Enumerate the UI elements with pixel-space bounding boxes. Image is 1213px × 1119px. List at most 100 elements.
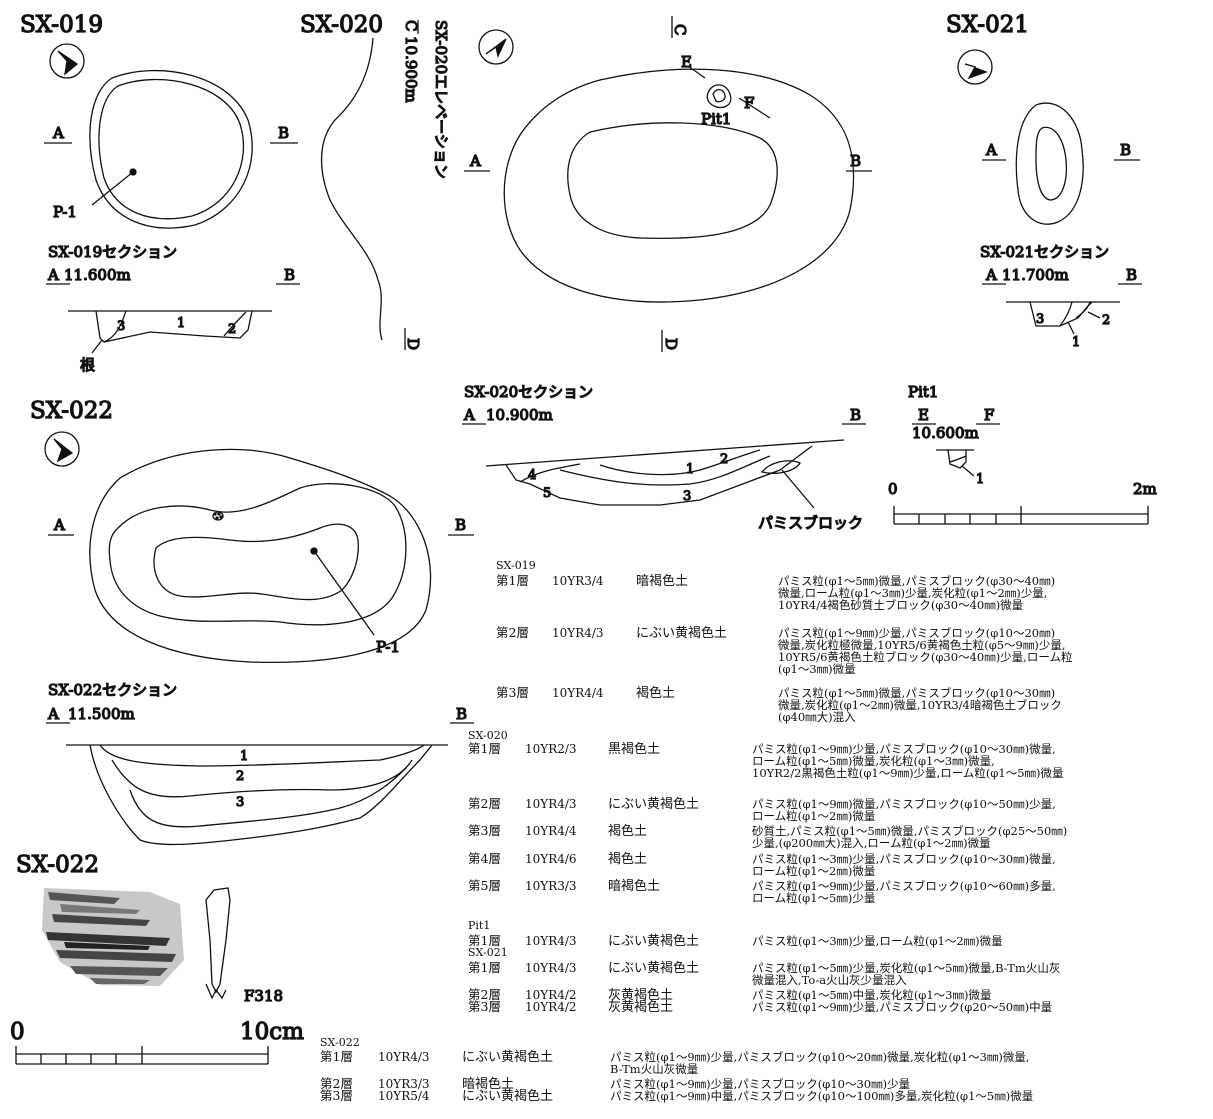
sx020-C-elev: C	[402, 20, 420, 31]
sx020-pumice-label: パミスブロック	[758, 514, 863, 532]
legend-layer-number: 第1層	[468, 741, 501, 756]
sx019-section-title: SX-019セクション	[48, 243, 177, 261]
legend-description-line: パミス粒(φ1～9㎜)少量,パミスブロック(φ10～20㎜)微量,炭化粒(φ1～…	[610, 1050, 1030, 1064]
pit1-title: Pit1	[908, 383, 938, 401]
sx020-B-section: B	[850, 406, 861, 424]
legend-munsell-code: 10YR4/2	[525, 1000, 577, 1014]
legend-soil-name: 褐色土	[608, 851, 647, 867]
legend-layer-number: 第1層	[468, 933, 501, 948]
sx022-P1-label: P-1	[376, 638, 400, 656]
sx020-level: 10.900m	[486, 406, 553, 424]
legend-layer-number: 第2層	[320, 1076, 353, 1091]
legend-munsell-code: 10YR4/3	[552, 626, 604, 640]
sx019-plan: SX-019 A B P-1 SX-019セクション A 11.600m B	[19, 11, 300, 375]
legend-soil-name: 褐色土	[636, 685, 675, 701]
sx021-level: 11.700m	[1002, 266, 1069, 284]
sx019-root-label: 根	[80, 356, 95, 374]
legend-description-line: 微量,炭化粒極微量,10YR5/6黄褐色土粒(φ5～9㎜)少量,	[778, 638, 1066, 652]
sx020-section: SX-020セクション A 10.900m B 4 5 1 2 3 パミスブロッ…	[462, 382, 866, 533]
sx019-layer-2: 2	[228, 322, 236, 337]
sx020-pit-label: Pit1	[701, 110, 731, 128]
sx021-B-section: B	[1126, 266, 1137, 284]
legend-soil-name: にぶい黄褐色土	[636, 625, 727, 641]
map-scale-bar: 0 2m	[887, 479, 1157, 525]
sx022-layer-3: 3	[236, 795, 244, 810]
legend-description-line: ローム粒(φ1～2㎜)微量	[752, 864, 875, 878]
sx020-D-elev: D	[404, 338, 422, 350]
artifact-scale-0: 0	[10, 1019, 25, 1045]
sx019-A-label: A	[52, 124, 64, 142]
artifact-label: F318	[244, 987, 283, 1005]
legend-description-line: ローム粒(φ1～5㎜)少量	[752, 891, 875, 905]
artifact-f318: SX-022 F318	[15, 851, 283, 1005]
sx020-elev-level: 10.900m	[402, 36, 420, 103]
legend-munsell-code: 10YR4/3	[525, 934, 577, 948]
legend-munsell-code: 10YR4/4	[525, 824, 577, 838]
north-arrow-icon	[478, 29, 514, 65]
sx019-layer-3: 3	[117, 319, 125, 334]
sx020-plan: C E F Pit1 A B D	[464, 16, 872, 352]
artifact-scale-10cm: 10cm	[240, 1019, 304, 1045]
legend-description-line: 10YR5/6黄褐色土粒ブロック(φ30～40㎜)少量,ローム粒	[778, 650, 1073, 664]
legend-description-line: 10YR4/4褐色砂質土ブロック(φ30～40㎜)微量	[778, 598, 1023, 612]
sx022-B-section: B	[456, 705, 467, 723]
sx020-layer-4: 4	[528, 468, 536, 483]
legend-description-line: パミス粒(φ1～3㎜)少量,パミスブロック(φ10～30㎜)微量,	[752, 852, 1056, 866]
sx019-B-label: B	[278, 124, 289, 142]
north-arrow-icon	[957, 49, 993, 85]
sx019-B-section: B	[284, 266, 295, 284]
legend-description-line: 微量混入,To-a火山灰少量混入	[752, 973, 907, 987]
sx022-level: 11.500m	[68, 705, 135, 723]
sx022-B-label: B	[455, 516, 466, 534]
legend-description-line: パミス粒(φ1～9㎜)微量,パミスブロック(φ10～50㎜)少量,	[752, 797, 1056, 811]
sx022-layer-2: 2	[236, 769, 244, 784]
legend-munsell-code: 10YR2/3	[525, 742, 577, 756]
legend-description-line: パミス粒(φ1～9㎜)中量,パミスブロック(φ10～100㎜)多量,炭化粒(φ1…	[610, 1089, 1033, 1103]
legend-soil-name: 暗褐色土	[462, 1076, 514, 1092]
sx020-D-plan: D	[662, 338, 680, 350]
legend-soil-name: にぶい黄褐色土	[608, 960, 699, 976]
sx020-B-label: B	[850, 152, 861, 170]
legend-soil-name: 褐色土	[608, 823, 647, 839]
legend-description-line: パミス粒(φ1～9㎜)少量,パミスブロック(φ10～30㎜)微量,	[752, 742, 1056, 756]
north-arrow-icon	[49, 43, 85, 79]
sx021-B-label: B	[1120, 141, 1131, 159]
sx020-elevation: SX-020 SX-020エレベーション C 10.900m D	[299, 11, 450, 350]
pit1-layer-1: 1	[976, 472, 984, 487]
north-arrow-icon	[44, 431, 80, 467]
legend-description-line: パミス粒(φ1～9㎜)少量,パミスブロック(φ10～20㎜)	[778, 626, 1055, 640]
legend-munsell-code: 10YR4/3	[525, 961, 577, 975]
sx021-A-label: A	[985, 141, 997, 159]
legend-description-line: パミス粒(φ1～5㎜)中量,炭化粒(φ1～3㎜)微量	[752, 988, 991, 1002]
legend-group-title: SX-020	[468, 729, 508, 742]
legend-description-line: B-Tm火山灰微量	[610, 1062, 698, 1076]
artifact-title: SX-022	[16, 852, 99, 878]
legend-munsell-code: 10YR3/3	[525, 879, 577, 893]
legend-description-line: 少量,(φ200㎜大)混入,ローム粒(φ1～2㎜)微量	[752, 836, 991, 850]
legend-layer-number: 第4層	[468, 851, 501, 866]
legend-soil-name: にぶい黄褐色土	[608, 796, 699, 812]
legend-description-line: パミス粒(φ1～9㎜)少量,パミスブロック(φ10～60㎜)多量,	[752, 879, 1056, 893]
legend-munsell-code: 10YR3/3	[378, 1077, 430, 1091]
sx021-title: SX-021	[946, 12, 1029, 38]
sx021-layer-3: 3	[1036, 312, 1044, 327]
legend-description-line: ローム粒(φ1～5㎜)微量,炭化粒(φ1～3㎜)微量,	[752, 754, 995, 768]
legend-layer-number: 第2層	[468, 987, 501, 1002]
legend-soil-name: 暗褐色土	[608, 878, 660, 894]
sx022-title: SX-022	[30, 398, 113, 424]
legend-munsell-code: 10YR4/3	[378, 1050, 430, 1064]
legend-layer-number: 第1層	[468, 960, 501, 975]
legend-description-line: パミス粒(φ1～5㎜)微量,パミスブロック(φ30～40㎜)	[778, 574, 1055, 588]
legend-description-line: 微量,炭化粒(φ1～2㎜)微量,10YR3/4暗褐色土ブロック	[778, 698, 1062, 712]
legend-description-line: 砂質土,パミス粒(φ1～5㎜)微量,パミスブロック(φ25～50㎜)	[752, 824, 1067, 838]
sx019-A-section: A	[47, 266, 59, 284]
sx020-A-label: A	[469, 152, 481, 170]
legend-layer-number: 第3層	[468, 999, 501, 1014]
legend-munsell-code: 10YR4/2	[525, 988, 577, 1002]
legend-description-line: (φ1～3㎜)微量	[778, 662, 856, 676]
map-scale-0: 0	[888, 480, 898, 498]
sx020-section-title: SX-020セクション	[464, 383, 593, 401]
sx020-layer-2: 2	[720, 452, 728, 467]
legend-layer-number: 第1層	[496, 573, 529, 588]
legend-soil-name: 灰黄褐色土	[608, 999, 673, 1015]
